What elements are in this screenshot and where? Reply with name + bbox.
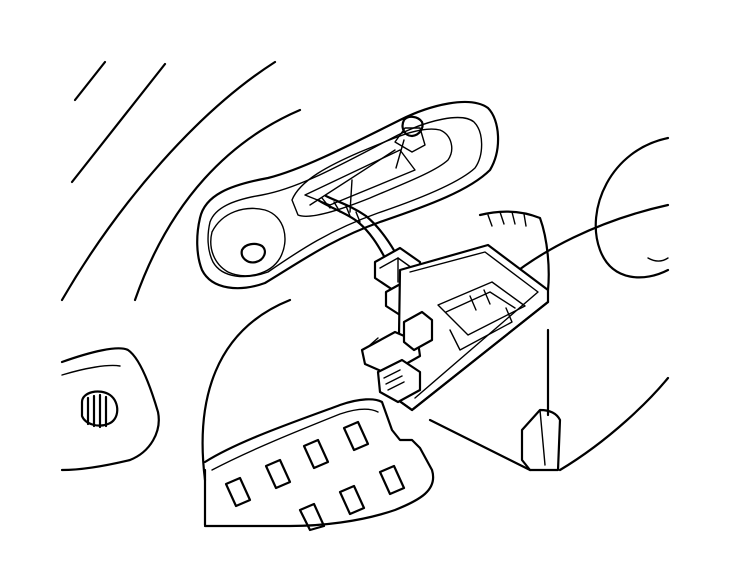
interior-trim-panel xyxy=(60,60,670,527)
trim-oval-feature xyxy=(594,136,670,279)
mounting-boss xyxy=(60,347,160,472)
vent-grille xyxy=(203,398,435,532)
mounting-screw xyxy=(80,390,119,429)
lamp-bezel-opening xyxy=(196,100,500,290)
wiring-harness xyxy=(316,194,397,260)
lamp-assembly xyxy=(396,210,550,412)
panel-clip-tab xyxy=(520,408,562,472)
retaining-clip xyxy=(360,310,434,404)
